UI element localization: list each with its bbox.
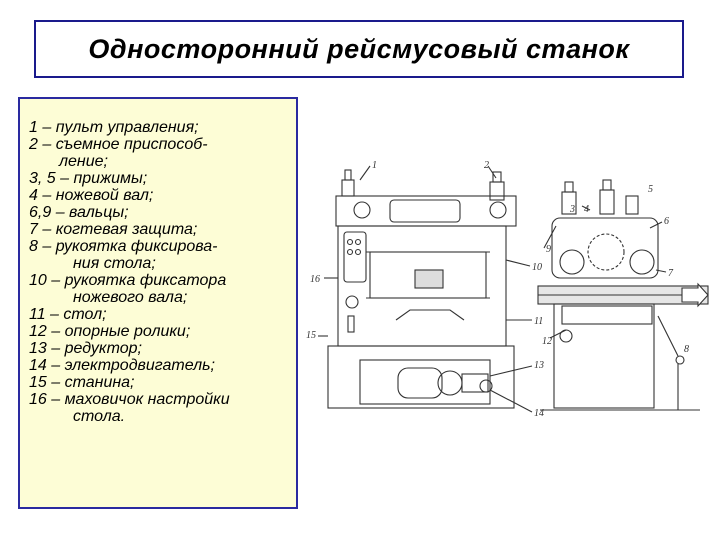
title-box: Односторонний рейсмусовый станок — [34, 20, 684, 78]
label-3: 3 — [569, 204, 575, 215]
legend-item: 3, 5 – прижимы; — [29, 170, 148, 187]
legend-item: 10 – рукоятка фиксатора — [29, 272, 227, 289]
label-4: 4 — [584, 204, 589, 215]
legend-item: 13 – редуктор; — [29, 340, 142, 357]
label-1: 1 — [372, 160, 377, 171]
label-14: 14 — [534, 408, 544, 419]
legend-item: 15 – станина; — [29, 374, 135, 391]
label-11: 11 — [534, 316, 543, 327]
figure-labels: 1 2 10 16 11 15 13 14 3 4 5 6 7 9 12 8 — [306, 160, 689, 419]
label-6: 6 — [664, 216, 669, 227]
legend-item: ление; — [59, 153, 108, 170]
label-16: 16 — [310, 274, 320, 285]
legend-item: 8 – рукоятка фиксирова- — [29, 238, 218, 255]
legend-item: 4 – ножевой вал; — [29, 187, 154, 204]
label-7: 7 — [668, 268, 674, 279]
label-5: 5 — [648, 184, 653, 195]
page-title: Односторонний рейсмусовый станок — [88, 33, 630, 64]
legend-item: 6,9 – вальцы; — [29, 204, 129, 221]
legend-item: ния стола; — [73, 255, 156, 272]
legend-item: 7 – когтевая защита; — [29, 221, 198, 238]
legend-item: ножевого вала; — [73, 289, 188, 306]
legend-panel: 1 – пульт управления;2 – съемное приспос… — [18, 97, 298, 509]
legend-item: 16 – маховичок настройки — [29, 391, 230, 408]
legend-item: 12 – опорные ролики; — [29, 323, 191, 340]
legend-item: 1 – пульт управления; — [29, 119, 199, 136]
front-view — [318, 165, 533, 413]
legend-item: стола. — [73, 408, 126, 425]
legend-item: 2 – съемное приспособ- — [29, 136, 208, 153]
side-view — [537, 179, 709, 411]
label-9: 9 — [546, 244, 551, 255]
label-12: 12 — [542, 336, 552, 347]
label-10: 10 — [532, 262, 542, 273]
machine-drawing: 1 2 10 16 11 15 13 14 3 4 5 6 7 9 12 8 — [306, 160, 709, 419]
label-13: 13 — [534, 360, 544, 371]
legend-item: 14 – электродвигатель; — [29, 357, 215, 374]
legend-item: 11 – стол; — [29, 306, 107, 323]
label-15: 15 — [306, 330, 316, 341]
label-8: 8 — [684, 344, 689, 355]
label-2: 2 — [484, 160, 489, 171]
